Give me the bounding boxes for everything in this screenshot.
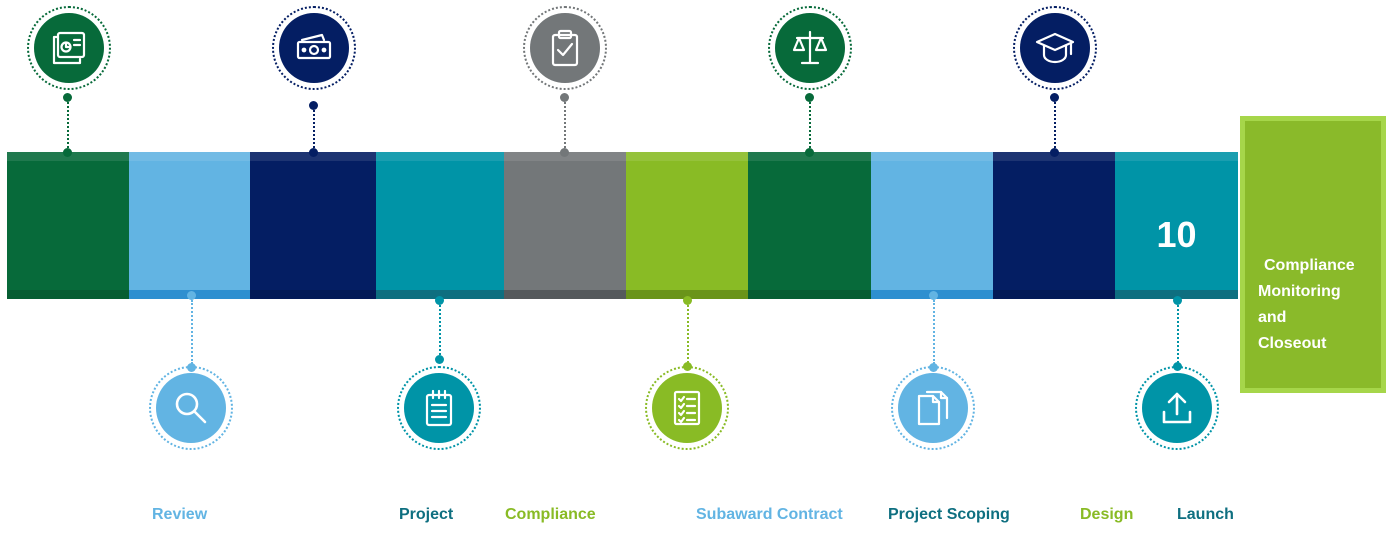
timeline-segment-4 [376, 152, 504, 299]
marker-anchor-bottom-5 [1173, 296, 1182, 305]
callout-line-1: Compliance [1264, 257, 1355, 274]
marker-anchor-bottom-1 [187, 291, 196, 300]
callout-line-4: Closeout [1258, 335, 1327, 352]
label-design: Design [1080, 506, 1134, 523]
marker-ring-bottom-4 [891, 366, 975, 450]
marker-connector-bottom-3 [687, 305, 689, 363]
marker-ring-bottom-3 [645, 366, 729, 450]
marker-circle-bottom-2 [404, 373, 474, 443]
marker-ring-bottom-5 [1135, 366, 1219, 450]
marker-connector-top-4 [809, 102, 811, 152]
notepad-icon [425, 389, 453, 427]
marker-dot-top-2 [309, 101, 318, 110]
timeline-segment-2 [129, 152, 250, 299]
marker-connector-bottom-1 [191, 300, 193, 364]
marker-anchor-top-2 [309, 148, 318, 157]
marker-circle-top-5 [1020, 13, 1090, 83]
marker-anchor-top-4 [805, 148, 814, 157]
label-compliance: Compliance [505, 506, 596, 523]
callout-line-2: Monitoring [1258, 283, 1341, 300]
marker-connector-top-3 [564, 102, 566, 152]
clipboard-check-icon [551, 29, 579, 67]
marker-circle-top-2 [279, 13, 349, 83]
marker-dot-top-4 [805, 93, 814, 102]
marker-circle-bottom-1 [156, 373, 226, 443]
marker-dot-top-3 [560, 93, 569, 102]
timeline-segment-8 [871, 152, 993, 299]
marker-circle-top-4 [775, 13, 845, 83]
marker-dot-bottom-2 [435, 355, 444, 364]
marker-anchor-bottom-3 [683, 296, 692, 305]
scales-icon [792, 30, 828, 65]
marker-ring-top-3 [523, 6, 607, 90]
label-subaward-contract: Subaward Contract [696, 506, 843, 523]
step-number: 10 [1156, 214, 1197, 255]
money-bill-icon [296, 33, 332, 60]
search-icon [175, 392, 207, 424]
marker-anchor-top-1 [63, 148, 72, 157]
documents-icon [917, 390, 949, 426]
marker-anchor-bottom-4 [929, 291, 938, 300]
marker-ring-top-1 [27, 6, 111, 90]
upload-icon [1162, 392, 1192, 424]
marker-connector-top-5 [1054, 102, 1056, 152]
marker-circle-bottom-5 [1142, 373, 1212, 443]
label-launch: Launch [1177, 506, 1234, 523]
marker-circle-bottom-4 [898, 373, 968, 443]
presentation-chart-icon [52, 31, 86, 65]
callout-text: Compliance Monitoring and Closeout [1258, 253, 1355, 357]
timeline-segment-9 [993, 152, 1115, 299]
callout-box [1240, 116, 1386, 393]
marker-anchor-bottom-2 [435, 296, 444, 305]
label-project: Project [399, 506, 454, 523]
marker-ring-top-2 [272, 6, 356, 90]
checklist-icon [673, 390, 701, 426]
marker-ring-top-4 [768, 6, 852, 90]
marker-anchor-top-3 [560, 148, 569, 157]
marker-connector-bottom-4 [933, 300, 935, 364]
marker-circle-top-3 [530, 13, 600, 83]
marker-ring-top-5 [1013, 6, 1097, 90]
marker-connector-bottom-2 [439, 305, 441, 355]
marker-ring-bottom-1 [149, 366, 233, 450]
label-project-scoping: Project Scoping [888, 506, 1010, 523]
graduation-cap-icon [1035, 32, 1075, 64]
marker-connector-top-1 [67, 102, 69, 152]
marker-circle-bottom-3 [652, 373, 722, 443]
timeline-segment-5 [504, 152, 626, 299]
marker-connector-top-2 [313, 110, 315, 152]
timeline-segment-3 [250, 152, 376, 299]
marker-connector-bottom-5 [1177, 305, 1179, 363]
callout-line-3: and [1258, 309, 1287, 326]
timeline-segment-6 [626, 152, 748, 299]
timeline-segment-10: 10 [1115, 152, 1238, 299]
marker-dot-top-1 [63, 93, 72, 102]
label-review: Review [152, 506, 208, 523]
marker-dot-top-5 [1050, 93, 1059, 102]
marker-ring-bottom-2 [397, 366, 481, 450]
marker-circle-top-1 [34, 13, 104, 83]
timeline-segment-1 [7, 152, 129, 299]
marker-anchor-top-5 [1050, 148, 1059, 157]
timeline-segment-7 [748, 152, 871, 299]
